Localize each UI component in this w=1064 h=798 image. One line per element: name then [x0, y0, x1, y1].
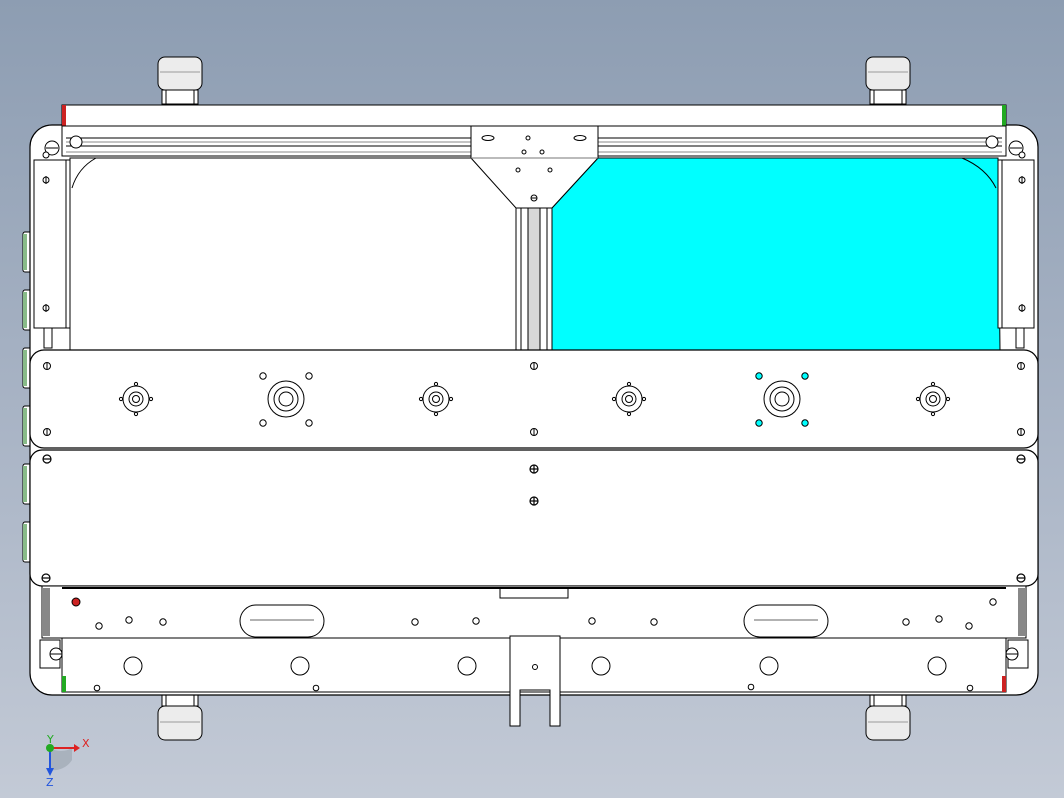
roller-small-pin — [148, 396, 154, 402]
z-axis-arrowhead — [46, 768, 54, 776]
rail-small-hole — [125, 616, 133, 624]
roller-large-bore — [278, 391, 294, 407]
z-axis-label: Z — [46, 776, 54, 789]
rail-large-hole — [927, 656, 947, 676]
roller-small-pin — [418, 396, 424, 402]
cover-plate — [29, 449, 1039, 587]
rail-screw — [966, 684, 974, 692]
roller-small-pin — [433, 381, 439, 387]
rail-large-hole — [123, 656, 143, 676]
roller-small-bore — [132, 395, 140, 403]
rail-small-hole — [965, 622, 973, 630]
roller-small-pin — [133, 381, 139, 387]
foot-bottom-right — [865, 691, 911, 741]
roller-small-pin — [930, 411, 936, 417]
y-axis-label: Y — [46, 733, 54, 746]
roller-large-bolt — [801, 419, 809, 427]
roller-large-bolt — [755, 419, 763, 427]
roller-small-pin — [626, 381, 632, 387]
roller-small-bore — [625, 395, 633, 403]
rail-large-hole — [457, 656, 477, 676]
rail-small-hole — [989, 598, 997, 606]
foot-top-right — [865, 56, 911, 105]
rail-screw — [747, 683, 755, 691]
side-bracket-left — [33, 159, 71, 349]
roller-small-pin — [915, 396, 921, 402]
foot-bottom-left — [157, 691, 203, 741]
roller-large-bolt — [801, 372, 809, 380]
rail-large-hole — [290, 656, 310, 676]
roller-small-pin — [133, 411, 139, 417]
roller-large-bore — [774, 391, 790, 407]
roller-plate — [29, 349, 1039, 449]
rail-small-hole — [159, 618, 167, 626]
corner-clips — [42, 140, 1026, 159]
rail-small-hole — [935, 615, 943, 623]
roller-small-pin — [433, 411, 439, 417]
rail-small-hole — [95, 622, 103, 630]
roller-small-pin — [448, 396, 454, 402]
roller-plate-screws — [43, 362, 1025, 436]
rail-large-hole — [591, 656, 611, 676]
y-axis-dot — [46, 744, 54, 752]
roller-large-bolt — [755, 372, 763, 380]
bottom-rail-holes — [93, 598, 997, 692]
x-axis-label: X — [82, 737, 90, 750]
rail-screw — [93, 684, 101, 692]
roller-large-bolt — [305, 419, 313, 427]
rail-screw — [312, 684, 320, 692]
roller-small-bore — [432, 395, 440, 403]
center-latch — [509, 635, 561, 727]
roller-large-bolt — [259, 419, 267, 427]
upper-opening — [69, 157, 1001, 351]
roller-small-pin — [118, 396, 124, 402]
rail-small-hole — [472, 617, 480, 625]
rail-small-hole — [902, 618, 910, 626]
bottom-corner-clips — [39, 639, 1029, 669]
rail-large-hole — [759, 656, 779, 676]
roller-small-pin — [641, 396, 647, 402]
rollers — [118, 372, 951, 427]
center-profile — [515, 207, 553, 351]
foot-top-left — [157, 56, 203, 105]
roller-small-pin — [626, 411, 632, 417]
rail-small-hole — [588, 617, 596, 625]
roller-small-bore — [929, 395, 937, 403]
roller-small-pin — [930, 381, 936, 387]
side-bracket-right — [997, 159, 1035, 349]
top-bracket — [470, 125, 599, 209]
rail-small-hole — [411, 618, 419, 626]
coordinate-triad: X Y Z — [46, 733, 90, 789]
roller-small-pin — [611, 396, 617, 402]
roller-large-bolt — [305, 372, 313, 380]
roller-large-bolt — [259, 372, 267, 380]
rail-small-hole — [650, 618, 658, 626]
x-axis-arrowhead — [74, 744, 80, 752]
roller-small-pin — [945, 396, 951, 402]
